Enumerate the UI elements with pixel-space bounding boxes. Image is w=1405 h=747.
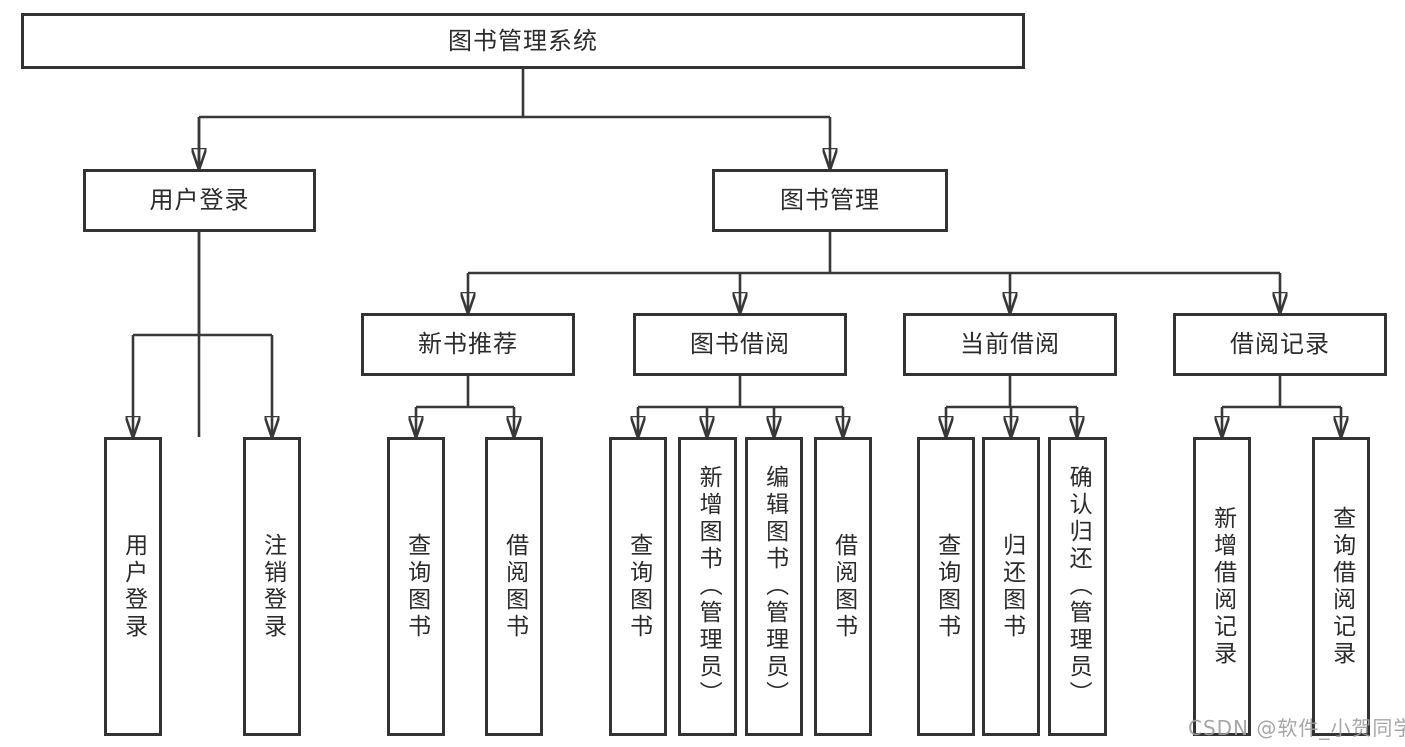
connector-book-mgmt-to-level3	[468, 232, 1280, 313]
watermark: CSDN @软件_小贺同学	[1188, 716, 1405, 740]
leaf-query-books-borrow: 查询图书	[609, 437, 667, 736]
node-root-system: 图书管理系统	[21, 13, 1025, 69]
leaf-borrow-books: 借阅图书	[814, 437, 872, 736]
leaf-add-books-admin: 新增图书（管理员）	[678, 437, 737, 736]
connector-root-to-level2	[199, 69, 830, 437]
leaf-query-borrow-record: 查询借阅记录	[1312, 437, 1370, 736]
leaf-logout: 注销登录	[243, 437, 301, 736]
leaf-query-books-rec: 查询图书	[387, 437, 445, 736]
connector-new-book-rec-to-leaves	[416, 376, 514, 437]
leaf-borrow-books-rec: 借阅图书	[485, 437, 543, 736]
connector-user-login-to-leaves	[133, 232, 272, 437]
leaf-add-borrow-record: 新增借阅记录	[1193, 437, 1251, 736]
leaf-query-books-current: 查询图书	[917, 437, 975, 736]
node-book-mgmt: 图书管理	[712, 169, 948, 232]
node-user-login: 用户登录	[83, 169, 316, 232]
leaf-confirm-return-admin: 确认归还（管理员）	[1048, 437, 1107, 736]
node-new-book-rec: 新书推荐	[361, 313, 575, 376]
leaf-return-books: 归还图书	[982, 437, 1040, 736]
leaf-user-login: 用户登录	[104, 437, 162, 736]
connector-borrow-records-to-leaves	[1222, 376, 1341, 437]
node-borrow-records: 借阅记录	[1173, 313, 1387, 376]
node-book-borrow: 图书借阅	[633, 313, 847, 376]
connector-book-borrow-to-leaves	[638, 376, 843, 437]
connector-current-borrow-to-leaves	[946, 376, 1077, 437]
leaf-edit-books-admin: 编辑图书（管理员）	[745, 437, 803, 736]
node-current-borrow: 当前借阅	[903, 313, 1117, 376]
